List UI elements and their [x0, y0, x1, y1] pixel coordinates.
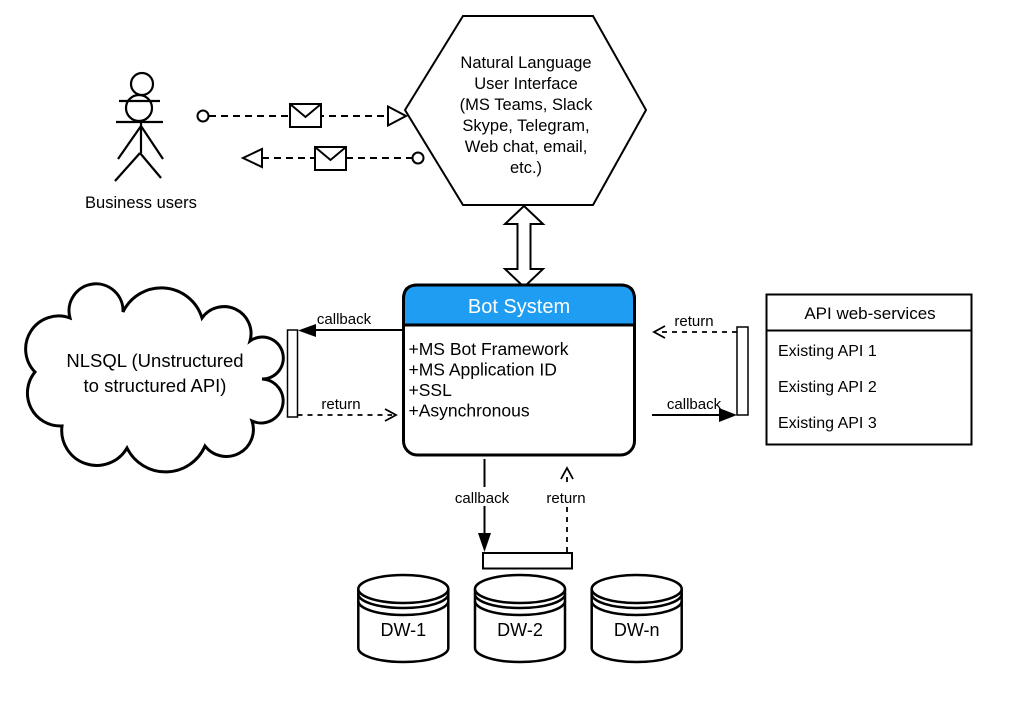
dw-n-cylinder	[590, 573, 683, 664]
hexagon-line: etc.)	[510, 159, 542, 177]
right-callback-label: callback	[667, 396, 722, 413]
hexagon-line: Web chat, email,	[465, 138, 588, 156]
bot-item: +Asynchronous	[409, 401, 530, 421]
dw-2-label: DW-2	[497, 620, 543, 640]
left-return-label: return	[321, 396, 360, 413]
bottom-callback-arrow: callback	[450, 459, 513, 552]
business-users-figure	[114, 71, 164, 182]
cloud-line: NLSQL (Unstructured	[66, 350, 243, 371]
bottom-activation-bar	[482, 552, 573, 570]
message-arrow-request	[196, 103, 409, 128]
left-return-arrow: return	[297, 396, 398, 422]
double-arrow-connector	[502, 204, 546, 289]
person-head-icon	[129, 71, 155, 97]
dw-n-label: DW-n	[614, 620, 660, 640]
bottom-return-arrow: return	[541, 466, 592, 552]
bot-item: +MS Application ID	[409, 360, 557, 380]
dw-1-label: DW-1	[380, 620, 426, 640]
hexagon-line: Natural Language	[460, 54, 591, 72]
bot-system-box: Bot System +MS Bot Framework +MS Applica…	[402, 283, 636, 457]
api-web-services-box: API web-services Existing API 1 Existing…	[765, 293, 973, 446]
bot-system-title: Bot System	[468, 296, 570, 318]
dw-2-cylinder	[473, 573, 567, 664]
message-arrow-response	[240, 146, 425, 171]
api-row: Existing API 2	[778, 379, 877, 396]
arrowhead-open	[387, 104, 409, 128]
api-row: Existing API 3	[778, 415, 877, 432]
envelope-flap	[289, 103, 322, 119]
hexagon-line: Skype, Telegram,	[462, 117, 589, 135]
hexagon-line: (MS Teams, Slack	[460, 96, 593, 114]
bottom-return-label: return	[546, 490, 585, 507]
cloud-line: to structured API)	[84, 375, 227, 396]
dw-1-cylinder	[357, 573, 450, 664]
left-callback-arrow: callback	[298, 311, 403, 337]
left-callback-label: callback	[317, 311, 372, 328]
arrowhead-open	[240, 147, 263, 169]
bottom-callback-label: callback	[455, 490, 510, 507]
right-activation-bar	[736, 326, 749, 416]
bot-system-header	[402, 283, 636, 327]
api-row: Existing API 1	[778, 343, 877, 360]
person-head-icon	[124, 93, 154, 123]
right-callback-arrow: callback	[652, 396, 737, 422]
bot-item: +SSL	[409, 380, 453, 400]
api-box-title: API web-services	[804, 304, 935, 323]
envelope-flap	[314, 146, 347, 162]
business-users-label: Business users	[85, 194, 197, 212]
nlsql-cloud: NLSQL (Unstructured to structured API)	[24, 282, 285, 474]
bot-item: +MS Bot Framework	[409, 339, 569, 359]
right-return-label: return	[674, 313, 713, 330]
hexagon-line: User Interface	[474, 75, 578, 93]
left-activation-bar	[286, 329, 299, 418]
nlui-hexagon: Natural Language User Interface (MS Team…	[403, 15, 648, 206]
right-return-arrow: return	[652, 313, 737, 339]
